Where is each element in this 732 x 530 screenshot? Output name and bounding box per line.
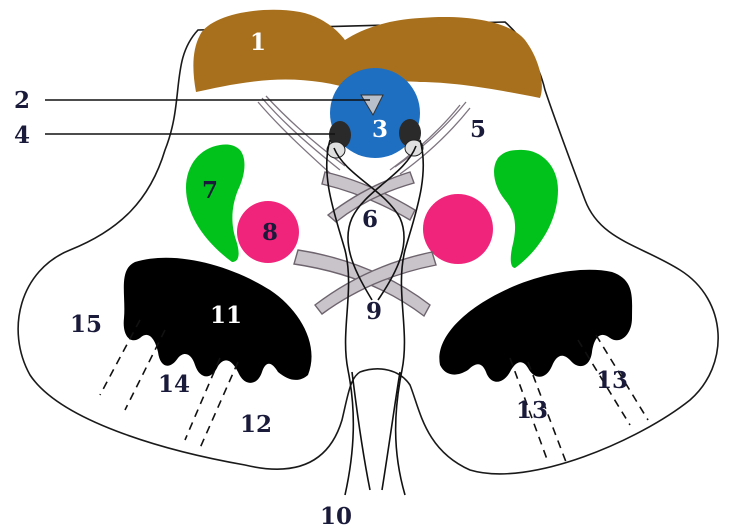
label-6: 6 <box>362 206 378 233</box>
label-13-right: 13 <box>596 367 628 394</box>
label-13-left: 13 <box>516 397 548 424</box>
label-8: 8 <box>262 219 278 246</box>
label-5: 5 <box>470 116 486 143</box>
red-nucleus-right <box>423 194 493 264</box>
label-14: 14 <box>158 371 190 398</box>
label-1: 1 <box>250 29 266 56</box>
label-4: 4 <box>14 122 30 149</box>
label-12: 12 <box>240 411 272 438</box>
label-2: 2 <box>14 87 30 114</box>
label-3: 3 <box>372 116 388 143</box>
label-10: 10 <box>320 503 352 530</box>
label-7: 7 <box>202 177 218 204</box>
label-9: 9 <box>366 298 382 325</box>
label-11: 11 <box>210 302 242 329</box>
label-15: 15 <box>70 311 102 338</box>
